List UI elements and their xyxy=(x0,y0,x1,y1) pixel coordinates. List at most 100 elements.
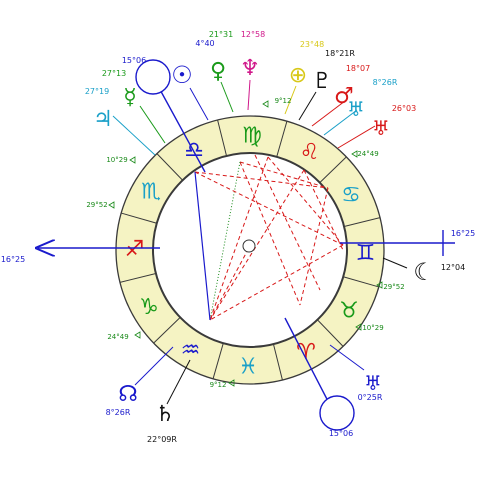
pointer-line xyxy=(189,87,209,121)
moon-glyph: ☾ xyxy=(413,258,435,286)
uranus-3-degree: 0°25R xyxy=(358,393,383,402)
saturn-degree: 22°09R xyxy=(147,435,177,444)
cusp-label-capricorn: 24°49 xyxy=(107,333,128,341)
sign-divider xyxy=(343,276,379,288)
sign-cancer-glyph: ♋ xyxy=(341,183,361,208)
pointer-line xyxy=(337,125,376,149)
cusp-label-gemini: 29°52 xyxy=(383,283,404,291)
aspect-line xyxy=(239,161,329,189)
sign-divider xyxy=(217,119,228,157)
sign-divider xyxy=(276,121,288,157)
pointer-line xyxy=(166,359,191,405)
pointer-line xyxy=(139,105,166,144)
sign-divider xyxy=(121,212,157,224)
venus-degree: 21°31 xyxy=(209,30,233,39)
aspect-line xyxy=(254,154,321,291)
aspect-line xyxy=(239,161,301,306)
sign-divider xyxy=(343,217,381,228)
pointer-line xyxy=(220,81,234,113)
ic-degree: 15°06 xyxy=(329,429,353,438)
aspect-line xyxy=(303,169,344,251)
aspect-line xyxy=(194,171,329,189)
uranus-2-glyph: ♅ xyxy=(372,116,390,140)
sign-capricorn-glyph: ♑ xyxy=(139,295,159,320)
mc-axis-line xyxy=(157,85,206,173)
pointer-line xyxy=(323,109,358,136)
sun-glyph: ☉ xyxy=(171,61,193,89)
sign-leo-glyph: ♌ xyxy=(300,140,320,165)
planet-glyphs: ☉ 4°40 ♀ 21°31 ♆ 12°58 ⊕ 23°48 ♇ 18°21R … xyxy=(85,30,465,444)
sign-divider xyxy=(317,319,344,347)
mc-axis-circle xyxy=(135,59,171,95)
saturn-glyph: ♄ xyxy=(155,402,175,427)
cusp-marker xyxy=(262,100,269,108)
cusp-marker xyxy=(355,323,362,331)
uranus-2-degree: 26°03 xyxy=(392,104,416,113)
uranus-degree: 8°26R xyxy=(373,78,398,87)
pointer-line xyxy=(134,346,174,386)
pointer-line xyxy=(247,79,251,111)
neptune-glyph: ♆ xyxy=(240,56,260,81)
sign-divider xyxy=(212,343,224,379)
pluto-glyph: ♇ xyxy=(312,69,332,94)
pointer-line xyxy=(311,100,346,127)
sign-sagittarius-glyph: ♐ xyxy=(125,237,145,262)
jupiter-glyph: ♃ xyxy=(93,107,113,132)
cusp-marker xyxy=(376,281,383,289)
aspect-line xyxy=(194,171,211,321)
aspect-line xyxy=(209,156,269,321)
aspect-line xyxy=(209,245,251,321)
pointer-line xyxy=(382,257,408,269)
cusp-marker xyxy=(134,331,141,339)
sign-divider xyxy=(153,317,181,344)
sign-gemini-glyph: ♊ xyxy=(356,241,376,266)
sign-dividers xyxy=(119,119,381,381)
cusp-marker xyxy=(129,156,136,164)
cusp-marker xyxy=(108,201,115,209)
sign-virgo-glyph: ♍ xyxy=(242,124,262,149)
mercury-glyph: ☿ xyxy=(123,85,137,110)
aspect-line xyxy=(209,244,344,321)
pointer-line xyxy=(112,115,156,156)
cusp-label-pisces: 9°12 xyxy=(210,381,227,389)
chart-axes xyxy=(38,59,455,431)
cusp-label-leo: 9°12 xyxy=(275,97,292,105)
sun-degree: 4°40 xyxy=(195,39,214,48)
cusp-label-taurus: 10°29 xyxy=(362,324,383,332)
mars-degree: 18°07 xyxy=(346,64,370,73)
mercury-degree: 27°13 xyxy=(102,69,126,78)
sign-taurus-glyph: ♉ xyxy=(339,298,359,323)
cusp-markers xyxy=(108,100,383,387)
chart-center xyxy=(242,239,256,253)
node-degree: 8°26R xyxy=(106,408,131,417)
sign-aquarius-glyph: ♒ xyxy=(181,338,201,363)
pluto-degree: 18°21R xyxy=(325,49,355,58)
uranus-glyph: ♅ xyxy=(347,97,365,121)
sign-pisces-glyph: ♓ xyxy=(238,354,258,379)
axis-labels: 16°25 16°25 15°06 15°06 xyxy=(1,56,475,438)
cusp-label-sagittarius: 29°52 xyxy=(86,201,107,209)
sign-scorpio-glyph: ♏ xyxy=(141,180,161,205)
sign-divider xyxy=(156,153,183,181)
aspect-line xyxy=(209,169,305,321)
cusp-marker xyxy=(351,150,358,158)
asc-degree: 16°25 xyxy=(1,255,25,264)
mars-glyph: ♂ xyxy=(334,84,354,109)
pointer-line xyxy=(284,85,297,115)
sign-aries-glyph: ♈ xyxy=(296,340,316,365)
neptune-degree: 12°58 xyxy=(241,30,265,39)
planet-pointer-lines xyxy=(112,79,408,405)
cusp-degree-labels: 9°12 24°49 29°52 10°29 9°12 24°49 29°52 … xyxy=(86,97,404,389)
cusp-marker xyxy=(228,379,235,387)
sign-divider xyxy=(119,272,157,283)
fortune-degree: 23°48 xyxy=(300,40,324,49)
node-glyph: ☊ xyxy=(118,382,138,407)
sign-divider xyxy=(319,156,347,183)
sign-divider xyxy=(272,343,283,381)
mc-degree: 15°06 xyxy=(122,56,146,65)
ic-axis-circle xyxy=(319,395,355,431)
aspect-lines xyxy=(194,154,344,321)
uranus-3-glyph: ♅ xyxy=(364,371,382,395)
cusp-label-cancer: 24°49 xyxy=(357,150,378,158)
